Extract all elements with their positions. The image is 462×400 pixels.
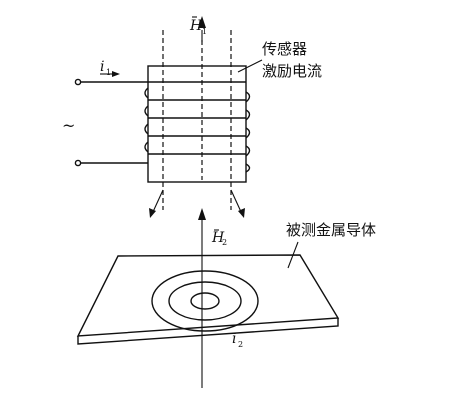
current-excitation-sub: 1 [106,68,111,77]
plate-top-face [76,254,340,337]
eddy-ring-inner [190,292,220,310]
ac-source-symbol: ~ [62,116,75,135]
current-excitation-label: i [100,59,104,75]
field-line-right [230,189,243,215]
excitation-circuit [74,71,148,167]
terminal-top [74,78,82,86]
conductor-label: 被测金属导体 [286,221,376,239]
terminal-bottom [74,159,82,167]
primary-field-arrow [198,16,206,42]
arrow-head [238,208,245,218]
eddy-current-label: i [232,331,236,347]
field-primary-sub: 1 [202,27,207,36]
eddy-ring-outer [151,270,259,332]
arrow-head [149,208,156,218]
sensor-label-line2: 激励电流 [262,62,322,80]
coil-right-loops [245,91,251,173]
secondary-arrow-head [198,208,206,220]
sensor-leader-line [237,59,263,73]
coil-body [147,65,247,183]
plate-thickness [77,318,339,345]
field-secondary-sub: 2 [222,238,227,247]
sensor-coil [144,30,251,218]
secondary-field [198,208,206,388]
conductor-leader-line [287,241,299,269]
sensor-label-line1: 传感器 [262,40,307,58]
field-line-left [151,189,164,215]
eddy-current-sub: 2 [238,340,243,349]
coil-left-loops [144,87,149,153]
field-secondary-label: H [211,230,225,246]
eddy-ring-middle [168,281,242,321]
metal-conductor-plate [76,254,340,345]
field-primary-label: H [189,18,203,34]
